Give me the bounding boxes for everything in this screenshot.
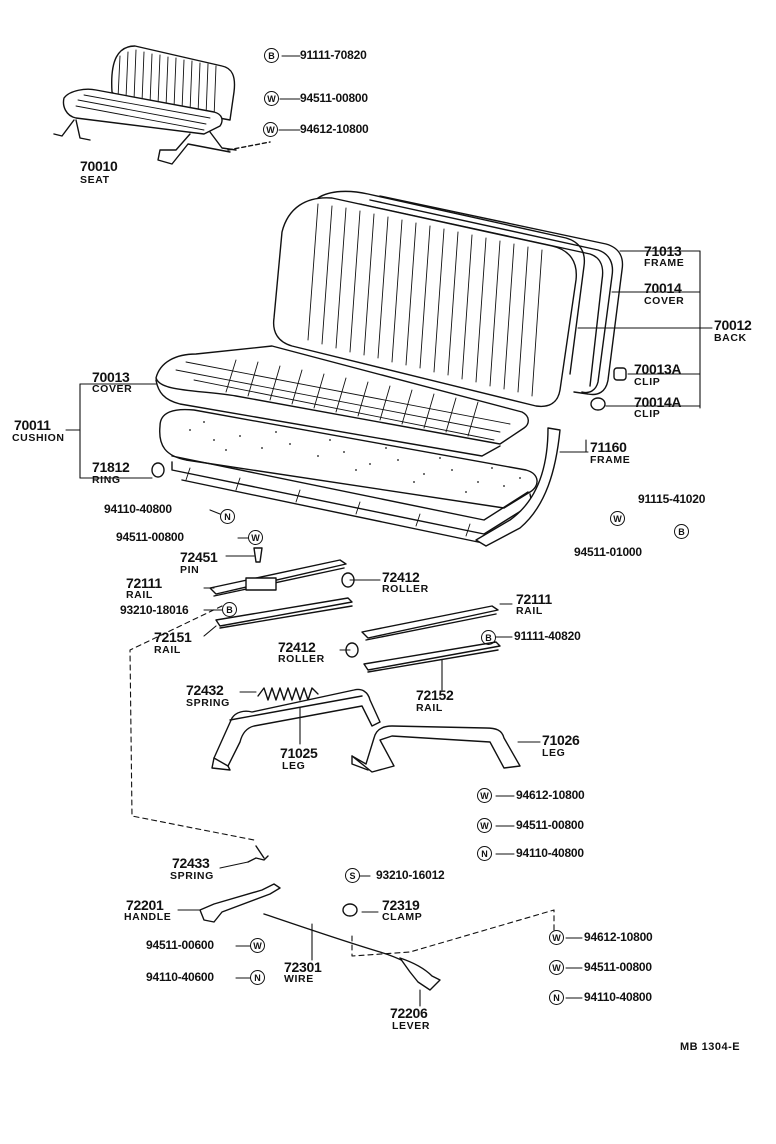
leader-lines (65, 55, 713, 1007)
frame-side-part-name: FRAME (590, 454, 631, 466)
roller-left-part-number: 72412 (382, 569, 420, 585)
spring-handle-part-name: SPRING (170, 870, 214, 882)
washer-symbol-icon: W (264, 91, 279, 106)
frame-side-part-number: 71160 (590, 439, 627, 455)
cover-back-part-name: COVER (644, 295, 685, 307)
clip-a-part-name: CLIP (634, 376, 661, 388)
seat-cushion-drawing (151, 345, 561, 547)
handle-part-name: HANDLE (124, 911, 172, 923)
rail-right-lower-part-number: 72152 (416, 687, 454, 703)
hardware-number: 94612-10800 (300, 122, 369, 136)
pin-part-number: 72451 (180, 549, 218, 565)
washer-symbol-icon: W (477, 818, 492, 833)
hardware-number: 91111-40820 (514, 629, 581, 643)
clip-b-part-name: CLIP (634, 408, 661, 420)
washer-symbol-icon: W (549, 930, 564, 945)
rail-left-upper-part-number: 72111 (126, 575, 162, 591)
hardware-number: 94511-00800 (116, 530, 184, 544)
hardware-number: 94511-00800 (584, 960, 652, 974)
cushion-part-number: 70011 (14, 417, 51, 433)
seat-back-drawing (272, 190, 627, 411)
rail-left-lower-part-name: RAIL (154, 644, 181, 656)
hardware-number: 94110-40800 (104, 502, 172, 516)
leg-left-part-number: 71025 (280, 745, 318, 761)
roller-left-part-name: ROLLER (382, 583, 429, 595)
hardware-number: 94612-10800 (584, 930, 653, 944)
clip-a-part-number: 70013A (634, 361, 682, 377)
wire-part-number: 72301 (284, 959, 322, 975)
cover-cushion-part-name: COVER (92, 383, 133, 395)
cover-back-part-number: 70014 (644, 280, 682, 296)
bolt-symbol-icon: B (674, 524, 689, 539)
clamp-part-name: CLAMP (382, 911, 423, 923)
hardware-number: 94110-40600 (146, 970, 214, 984)
hardware-number: 94511-01000 (574, 545, 642, 559)
frame-back-part-number: 71013 (644, 243, 682, 259)
spring-rail-part-name: SPRING (186, 697, 230, 709)
release-mechanism-drawing (199, 845, 441, 991)
spring-handle-part-number: 72433 (172, 855, 210, 871)
legs-drawing (211, 688, 521, 773)
washer-symbol-icon: W (610, 511, 625, 526)
rail-right-upper-part-number: 72111 (516, 591, 552, 607)
back-part-name: BACK (714, 332, 747, 344)
back-part-number: 70012 (714, 317, 752, 333)
hardware-number: 94110-40800 (516, 846, 584, 860)
hardware-number: 93210-16012 (376, 868, 445, 882)
rail-left-lower-part-number: 72151 (154, 629, 192, 645)
washer-symbol-icon: W (477, 788, 492, 803)
washer-symbol-icon: W (263, 122, 278, 137)
rails-drawing (209, 547, 501, 701)
washer-symbol-icon: W (248, 530, 263, 545)
roller-right-part-number: 72412 (278, 639, 316, 655)
clamp-part-number: 72319 (382, 897, 420, 913)
rail-left-upper-part-name: RAIL (126, 589, 153, 601)
leg-left-part-name: LEG (282, 760, 306, 772)
rail-right-upper-part-name: RAIL (516, 605, 543, 617)
bolt-symbol-icon: B (222, 602, 237, 617)
handle-part-number: 72201 (126, 897, 164, 913)
frame-back-part-name: FRAME (644, 257, 685, 269)
leg-right-part-number: 71026 (542, 732, 580, 748)
hardware-number: 94511-00600 (146, 938, 214, 952)
nut-symbol-icon: N (220, 509, 235, 524)
seat-part-name: SEAT (80, 174, 110, 186)
seat-part-number: 70010 (80, 158, 118, 174)
clip-b-part-number: 70014A (634, 394, 682, 410)
washer-symbol-icon: W (250, 938, 265, 953)
nut-symbol-icon: N (549, 990, 564, 1005)
rail-right-lower-part-name: RAIL (416, 702, 443, 714)
spring-rail-part-number: 72432 (186, 682, 224, 698)
ring-part-name: RING (92, 474, 121, 486)
dashed-reference-lines (129, 605, 555, 957)
hardware-number: 94110-40800 (584, 990, 652, 1004)
nut-symbol-icon: N (477, 846, 492, 861)
ring-part-number: 71812 (92, 459, 130, 475)
bolt-symbol-icon: B (264, 48, 279, 63)
pin-part-name: PIN (180, 564, 200, 576)
bolt-symbol-icon: B (481, 630, 496, 645)
hardware-number: 94612-10800 (516, 788, 585, 802)
washer-symbol-icon: W (549, 960, 564, 975)
diagram-code: MB 1304-E (680, 1041, 741, 1053)
cushion-part-name: CUSHION (12, 432, 65, 444)
roller-right-part-name: ROLLER (278, 653, 325, 665)
nut-symbol-icon: N (250, 970, 265, 985)
hardware-number: 91115-41020 (638, 492, 706, 506)
wire-part-name: WIRE (284, 973, 314, 985)
hardware-number: 91111-70820 (300, 48, 367, 62)
lever-part-number: 72206 (390, 1005, 428, 1021)
hardware-number: 93210-18016 (120, 603, 189, 617)
screw-symbol-icon: S (345, 868, 360, 883)
lever-part-name: LEVER (392, 1020, 431, 1032)
seat-assembly-thumbnail (53, 45, 271, 165)
hardware-number: 94511-00800 (516, 818, 584, 832)
hardware-number: 94511-00800 (300, 91, 368, 105)
cover-cushion-part-number: 70013 (92, 369, 130, 385)
leg-right-part-name: LEG (542, 747, 566, 759)
